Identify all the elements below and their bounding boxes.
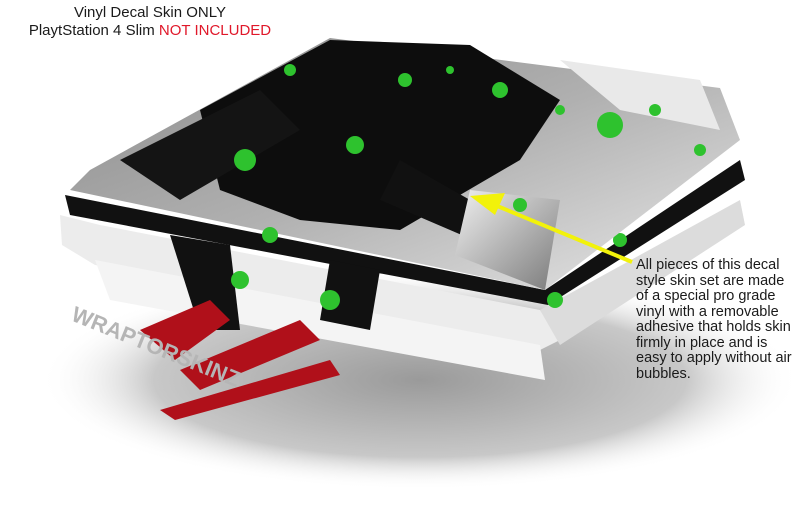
- not-included-warning: NOT INCLUDED: [158, 22, 272, 39]
- peeled-corner: [455, 190, 560, 290]
- product-name: PlaytStation 4 Slim: [28, 22, 155, 39]
- product-header: Vinyl Decal Skin ONLY PlaytStation 4 Sli…: [0, 4, 300, 40]
- header-line2: PlaytStation 4 Slim NOT INCLUDED: [0, 22, 300, 40]
- pointer-arrow: [470, 193, 633, 264]
- green-splatter: [234, 64, 706, 243]
- header-line1: Vinyl Decal Skin ONLY: [73, 4, 226, 21]
- description-callout: All pieces of this decal style skin set …: [636, 257, 792, 382]
- disc-slot-band: [65, 160, 745, 305]
